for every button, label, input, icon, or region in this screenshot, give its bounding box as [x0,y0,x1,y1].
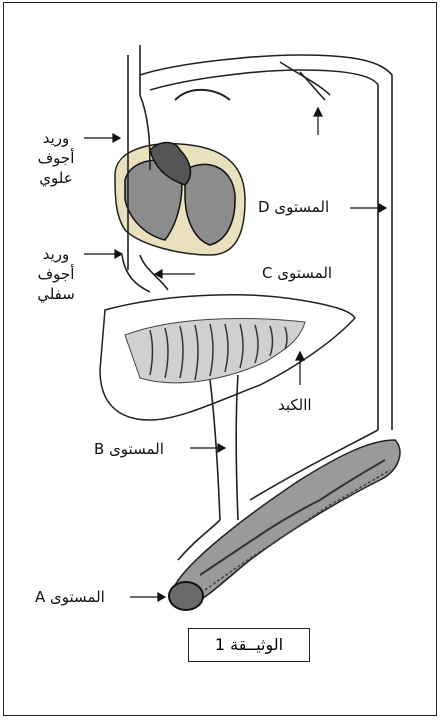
label-level-d: المستوى D [258,198,329,216]
intestine [169,440,400,610]
label-level-b: المستوى B [94,440,164,458]
label-superior-vena-cava: وريد أجوف علوي [26,128,86,188]
intestine-section-end [169,582,203,610]
liver [100,295,355,420]
document-caption: الوثيــقة 1 [188,628,310,662]
label-liver: االكبد [278,396,312,414]
label-level-c: المستوى C [262,264,332,282]
portal-vein-right [236,375,238,520]
label-level-a: المستوى A [35,588,105,606]
label-inferior-vena-cava: وريد أجوف سفلي [26,244,86,304]
heart [115,90,245,255]
